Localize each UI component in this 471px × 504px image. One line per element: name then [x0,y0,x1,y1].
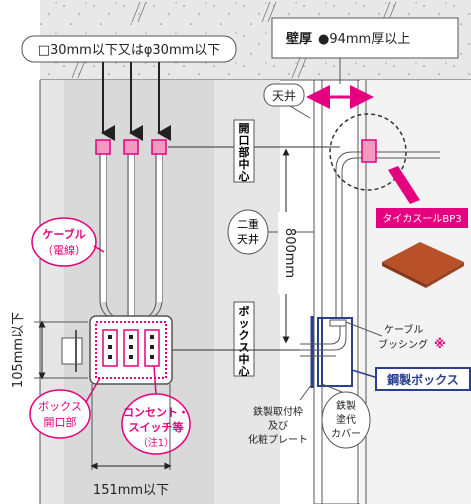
seal-square [123,139,139,155]
svg-text:天井: 天井 [237,232,259,246]
svg-text:（注1）: （注1） [138,436,174,449]
outlet-label: コンセント・ スイッチ等 （注1） [121,365,191,455]
opening-center-label: 開 口 部 中 心 [233,119,255,183]
double-ceiling-label: 二重 天井 [227,209,314,255]
svg-text:部: 部 [239,145,250,159]
svg-text:口: 口 [239,134,250,147]
steel-cover-label: 鉄製 塗代 カバー [321,383,371,449]
hole-arrows [101,62,171,141]
section-seal [361,139,377,163]
steel-box-section [300,316,353,388]
dimension-800: 800mm [278,148,297,344]
svg-text:ブッシング: ブッシング [378,338,428,351]
svg-text:開: 開 [239,122,250,135]
svg-text:151mm以下: 151mm以下 [93,483,169,498]
hole-size-text: □30mm以下又はφ30mm以下 [38,43,221,58]
highlight-circle [329,113,407,191]
seal-square [95,139,111,155]
hole-size-label: □30mm以下又はφ30mm以下 [21,35,237,63]
seal-square [151,139,167,155]
seal-squares [95,139,167,155]
cable-bushing-label: ケーブル ブッシング ※ [345,321,446,351]
svg-text:中: 中 [239,157,250,171]
svg-text:ボ: ボ [239,304,250,318]
svg-text:及び: 及び [268,420,288,432]
steel-frame-label: 鉄製取付枠 及び 化粧プレート [248,383,313,446]
svg-text:ッ: ッ [239,317,250,330]
svg-text:スイッチ等: スイッチ等 [129,420,184,434]
section-cables-top [335,151,440,330]
outlet-box [89,315,173,385]
dimension-151: 151mm以下 [90,384,172,498]
svg-text:心: 心 [239,365,250,378]
svg-text:800mm: 800mm [282,228,297,278]
box-side-view [61,330,83,372]
product-pointer [388,166,420,204]
svg-text:中: 中 [239,352,250,366]
svg-text:鋼製ボックス: 鋼製ボックス [386,372,459,387]
svg-text:塗代: 塗代 [336,413,356,426]
box-opening-label: ボックス 開口部 [29,377,101,439]
svg-text:天井: 天井 [272,89,296,103]
svg-text:（電線）: （電線） [42,243,86,257]
svg-text:●94mm厚以上: ●94mm厚以上 [318,32,410,47]
cable-label: ケーブル （電線） [31,217,105,267]
svg-text:壁厚: 壁厚 [286,31,312,47]
dimension-105: 105mm以下 [11,312,88,388]
svg-text:ク: ク [239,329,250,342]
asterisk-mark: ※ [434,337,446,351]
wall-thickness-label: 壁厚 ●94mm厚以上 [271,17,459,84]
svg-text:ボックス: ボックス [38,400,82,413]
svg-text:カバー: カバー [331,428,361,440]
box-center-label: ボ ッ ク ス 中 心 [233,301,255,378]
product-label: タイカスールBP3 [376,208,468,228]
svg-text:二重: 二重 [237,217,259,231]
svg-text:化粧プレート: 化粧プレート [248,433,308,446]
svg-text:鉄製取付枠: 鉄製取付枠 [253,405,303,418]
svg-text:ケーブル: ケーブル [384,323,423,336]
steel-box-label: 鋼製ボックス [351,367,471,391]
svg-text:105mm以下: 105mm以下 [11,312,26,388]
ceiling-label: 天井 [263,83,311,119]
svg-text:タイカスールBP3: タイカスールBP3 [382,213,461,225]
svg-text:鉄製: 鉄製 [336,399,356,412]
svg-text:心: 心 [239,170,250,183]
svg-text:ケーブル: ケーブル [42,227,85,241]
svg-text:ス: ス [239,341,250,354]
svg-text:開口部: 開口部 [44,415,77,429]
box-opening-outline [95,321,167,379]
fire-seal-pad-icon [382,242,464,288]
svg-text:コンセント・: コンセント・ [123,406,189,419]
